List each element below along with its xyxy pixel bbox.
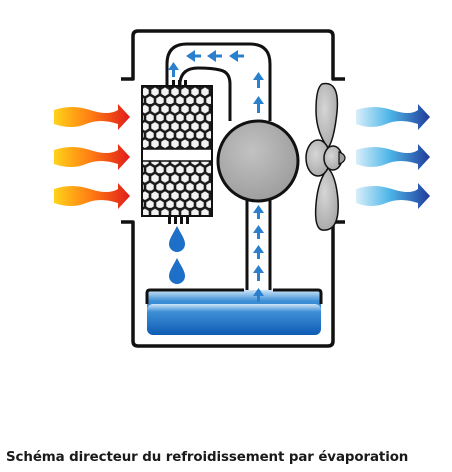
hot-air-arrow-icon [54, 144, 130, 170]
hot-air-arrows [54, 104, 130, 209]
water-drop-icon [169, 258, 185, 284]
cool-air-arrow-icon [356, 183, 430, 209]
water-flow-arrow-icon [253, 205, 264, 213]
water-reservoir [145, 288, 323, 335]
water-flow-arrow-icon [168, 62, 179, 70]
cooling-pad [140, 80, 214, 224]
water-drop-icon [169, 226, 185, 252]
water-flow-arrow-icon [253, 265, 264, 273]
cool-air-arrow-icon [356, 104, 430, 130]
water-flow-arrow-icon [186, 50, 195, 62]
unit-casing-top [121, 29, 345, 81]
cool-air-arrows [356, 104, 430, 209]
drip-nozzles [168, 80, 189, 224]
water-flow-arrow-icon [253, 245, 264, 253]
water-flow-arrow-icon [253, 225, 264, 233]
water-pipe [165, 42, 272, 291]
water-flow-arrow-icon [229, 50, 238, 62]
water-flow-arrow-icon [253, 72, 264, 80]
water-flow-arrow-icon [253, 288, 264, 296]
water-flow-arrows [168, 50, 264, 302]
unit-casing-bottom [121, 220, 345, 348]
water-flow-arrow-icon [207, 50, 216, 62]
pad-gap [140, 149, 214, 161]
pump-sphere [216, 119, 300, 203]
cool-air-arrow-icon [356, 144, 430, 170]
evaporative-cooling-diagram [54, 29, 430, 348]
water-flow-arrow-icon [253, 96, 264, 104]
diagram-caption: Schéma directeur du refroidissement par … [6, 450, 409, 465]
fan-propeller-icon [305, 82, 346, 231]
hot-air-arrow-icon [54, 104, 130, 130]
hot-air-arrow-icon [54, 183, 130, 209]
